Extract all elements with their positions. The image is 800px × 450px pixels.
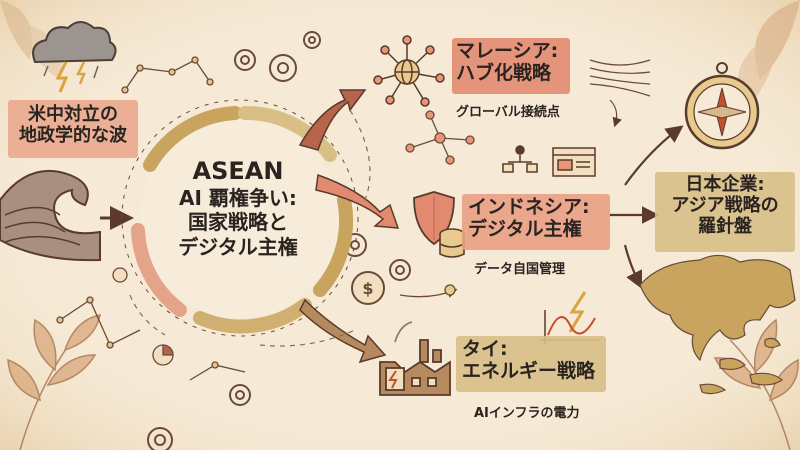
chart-doodle-left (112, 267, 246, 381)
arrow-to-thailand (299, 298, 387, 364)
flowchart-icon (502, 145, 538, 173)
indonesia-title: インドネシア: デジタル主権 (462, 196, 616, 241)
thailand-title-line2: エネルギー戦略 (462, 360, 596, 383)
center-title-line1: ASEAN (192, 157, 284, 185)
thailand-subtitle: AIインフラの電力 (474, 406, 580, 421)
wave-icon (0, 169, 101, 262)
indonesia-title-line1: インドネシア: (468, 196, 590, 218)
thailand-title-line1: タイ: (462, 338, 508, 360)
left-label-box (8, 100, 138, 158)
left-label: 米中対立の 地政学的な波 (8, 104, 138, 146)
left-label-line2: 地政学的な波 (19, 125, 127, 147)
center-title: ASEAN AI 覇権争い: 国家戦略と デジタル主権 (163, 156, 313, 259)
thailand-title: タイ: エネルギー戦略 (456, 338, 612, 383)
malaysia-title: マレーシア: ハブ化戦略 (452, 40, 574, 85)
dollar-gear-icon: $ (351, 271, 385, 305)
japan-title: 日本企業: アジア戦略の 羅針盤 (655, 174, 795, 238)
center-title-line4: デジタル主権 (178, 234, 298, 259)
dashed-orbit-arrows (129, 109, 371, 347)
network-globe-icon (373, 35, 445, 107)
arrow-to-malaysia (298, 89, 367, 151)
fiber-lines-icon (589, 59, 651, 128)
network-doodle-thai (399, 284, 458, 298)
browser-window-icon (552, 147, 596, 177)
indonesia-label-box (462, 194, 610, 250)
compass-icon (684, 62, 760, 150)
leaf-decoration-bottom-left (7, 314, 101, 450)
japan-title-line3: 羅針盤 (698, 216, 752, 238)
network-doodle-middle (405, 110, 475, 165)
asia-map-icon (639, 254, 796, 395)
network-doodle-left (56, 56, 214, 349)
factory-icon (379, 321, 451, 396)
malaysia-subtitle: グローバル接続点 (456, 105, 560, 120)
japan-title-line1: 日本企業: (685, 174, 765, 195)
left-label-line1: 米中対立の (28, 104, 118, 125)
storm-cloud-icon (32, 21, 117, 93)
arrow-to-indonesia (315, 173, 400, 229)
center-title-line3: 国家戦略と (188, 210, 288, 235)
svg-text:$: $ (362, 279, 373, 298)
arrow-to-japan (610, 125, 684, 289)
malaysia-title-line1: マレーシア: (456, 40, 559, 62)
japan-title-line2: アジア戦略の (671, 195, 779, 217)
japan-label-box (655, 172, 795, 252)
indonesia-title-line2: デジタル主権 (468, 218, 582, 241)
malaysia-title-line2: ハブ化戦略 (456, 62, 552, 85)
center-title-line2: AI 覇権争い: (179, 186, 297, 210)
thailand-label-box (456, 336, 606, 392)
malaysia-label-box (452, 38, 570, 94)
database-icon (439, 228, 465, 258)
lightning-icon (568, 291, 587, 333)
central-ring (121, 99, 359, 337)
gear-icon (147, 31, 411, 450)
indonesia-subtitle: データ自国管理 (474, 262, 566, 277)
